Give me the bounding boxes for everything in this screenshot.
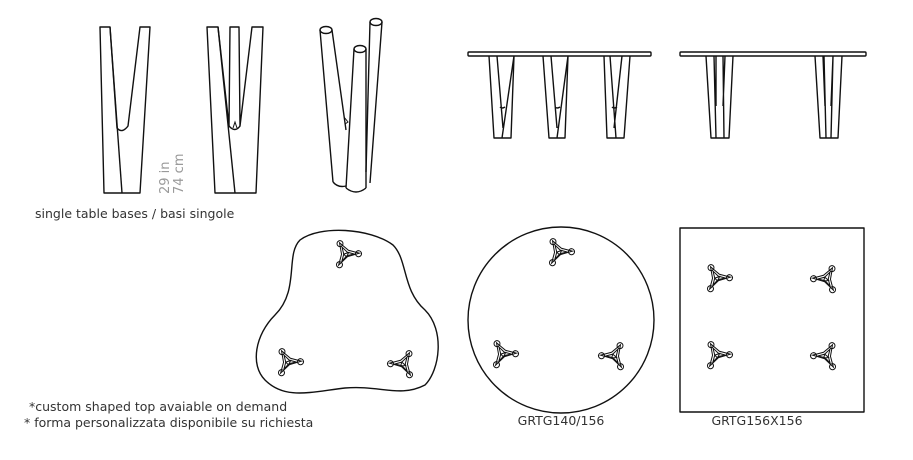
- base-plan-icon: [385, 343, 424, 380]
- side-leg: [603, 55, 631, 139]
- custom-note-italian: * forma personalizzata disponibile su ri…: [24, 415, 313, 430]
- base-plan-icon: [538, 231, 577, 268]
- custom-shape-top-plan: [255, 229, 439, 394]
- square-top-plan: [679, 227, 865, 413]
- table-side-view-three-bases: [467, 51, 652, 139]
- side-leg: [814, 55, 843, 139]
- base-plan-icon: [325, 233, 364, 270]
- base-plan-icon: [596, 335, 635, 372]
- base-plan-icon: [267, 341, 306, 378]
- round-top-plan: [467, 226, 655, 414]
- base-front-view-two-legs: [99, 26, 151, 194]
- base-plan-icon: [482, 333, 521, 370]
- side-leg: [488, 55, 515, 139]
- base-plan-icon: [808, 258, 847, 295]
- side-leg: [705, 55, 734, 139]
- custom-note-english: *custom shaped top avaiable on demand: [29, 399, 287, 414]
- base-front-view-three-legs: [206, 26, 264, 194]
- base-perspective-view: [319, 17, 383, 193]
- base-plan-icon: [696, 257, 735, 294]
- base-plan-icon: [808, 335, 847, 372]
- base-plan-icon: [696, 334, 735, 371]
- table-side-view-two-bases: [679, 51, 867, 139]
- square-model-code: GRTG156X156: [711, 413, 802, 428]
- height-centimeters: 74 cm: [172, 154, 187, 195]
- single-bases-caption: single table bases / basi singole: [35, 206, 235, 221]
- height-inches: 29 in: [158, 161, 173, 194]
- side-leg: [542, 55, 569, 139]
- height-dimension: 29 in 74 cm: [158, 154, 187, 195]
- round-model-code: GRTG140/156: [518, 413, 605, 428]
